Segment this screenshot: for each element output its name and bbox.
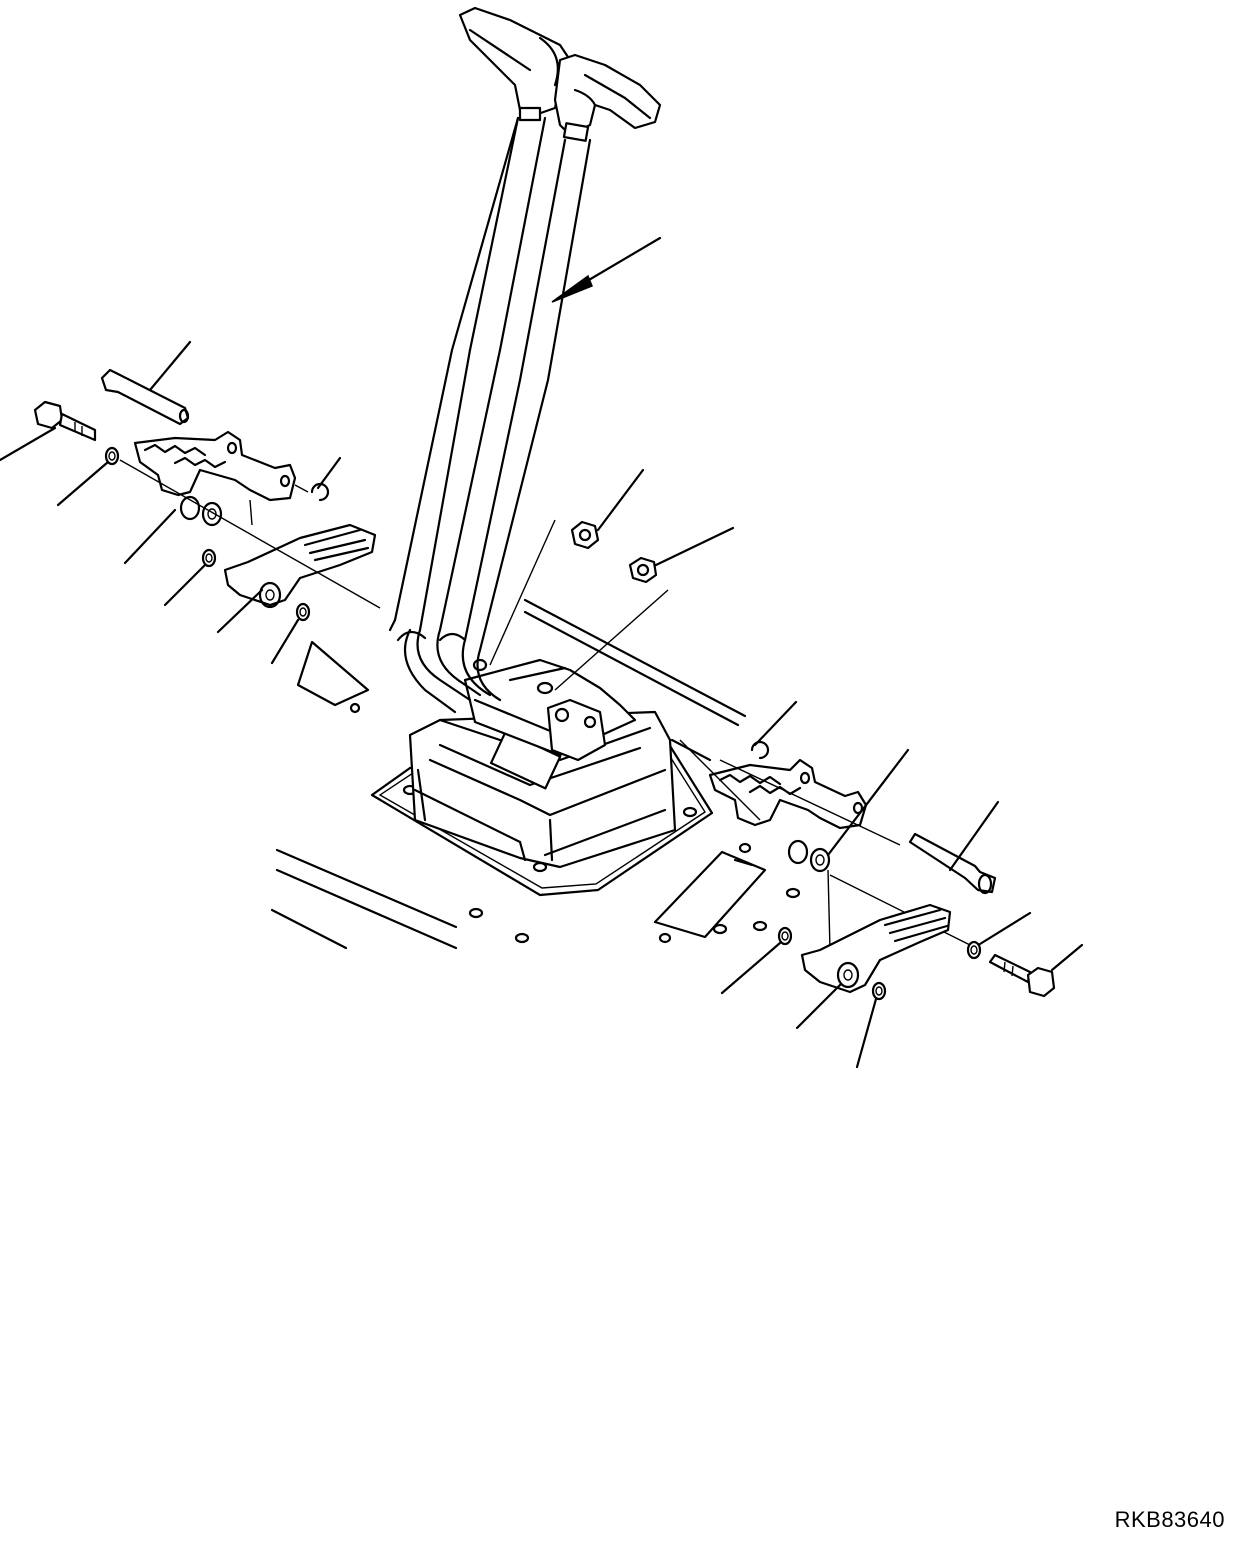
hex-nut-lower	[554, 526, 735, 691]
hex-nut-upper	[489, 468, 645, 666]
left-pedal-assembly	[0, 340, 381, 714]
floor-plate-lines	[270, 598, 747, 950]
lever-rods	[388, 116, 592, 714]
right-pedal-assembly	[653, 700, 1084, 1069]
drawing-code: RKB83640	[1114, 1507, 1225, 1532]
lever-bracket	[463, 658, 637, 762]
floor-holes	[468, 887, 801, 944]
lever-grips	[458, 6, 662, 142]
lever-callout-arrow	[551, 236, 662, 303]
